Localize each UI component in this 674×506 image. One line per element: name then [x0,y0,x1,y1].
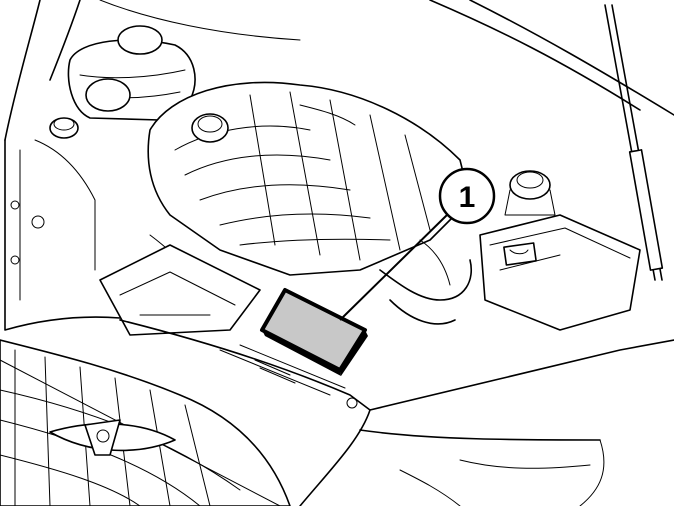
oil-filler-cap [191,113,229,143]
highlighted-component [260,288,368,376]
hood [4,0,674,141]
callout-circle [438,167,496,225]
fuse-box [479,214,641,331]
brake-fluid-reservoir [504,170,556,216]
grille-emblem [49,419,176,456]
callout-leader-line [339,213,449,321]
left-inner-fender [4,139,121,331]
callout-number: 1 [459,181,476,214]
hood-support-strut [604,4,664,281]
intake-manifold [147,81,471,276]
coolant-reservoir [67,25,196,121]
radiator-support [119,319,674,411]
front-grille [0,339,291,506]
front-bumper [299,409,605,506]
callout-1: 1 [438,167,496,225]
filler-cap-left [49,117,79,139]
air-filter-box [99,244,261,336]
